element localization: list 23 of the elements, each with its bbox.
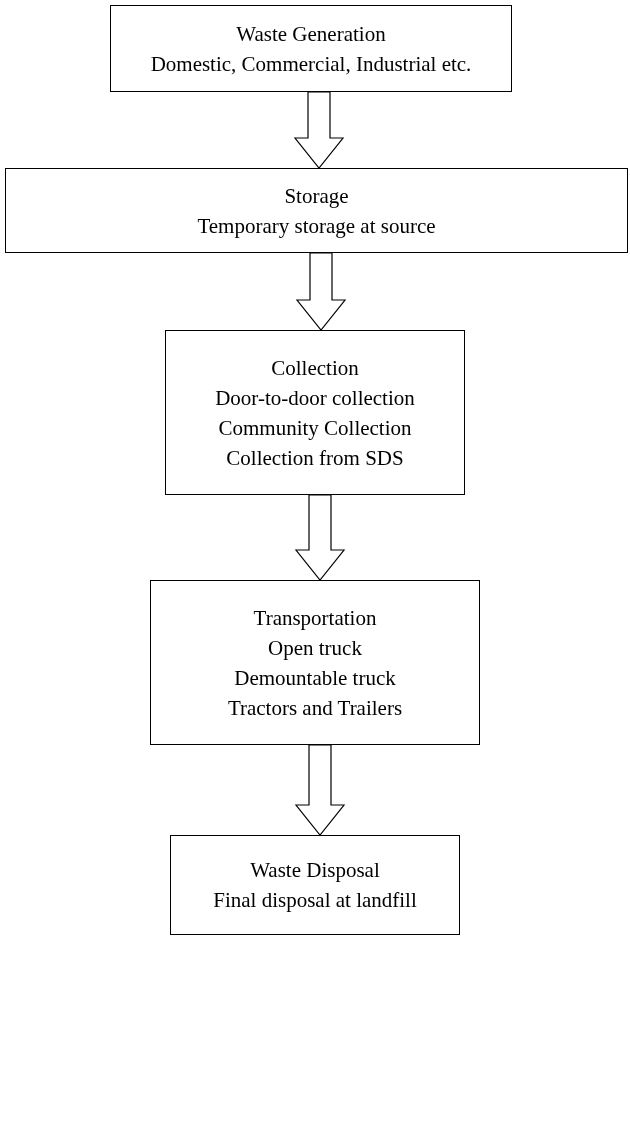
process-box — [110, 5, 512, 92]
step-detail: Domestic, Commercial, Industrial etc. — [150, 50, 472, 78]
step-title: Waste Disposal — [250, 857, 380, 884]
block-arrow — [294, 494, 346, 581]
step-detail: Final disposal at landfill — [213, 887, 417, 914]
step-detail: Tractors and Trailers — [227, 694, 403, 722]
block-arrow — [294, 744, 346, 836]
step-title: Transportation — [253, 604, 377, 632]
process-box — [5, 168, 628, 253]
block-arrow — [295, 252, 347, 331]
process-box — [165, 330, 465, 495]
step-title: Storage — [284, 182, 349, 210]
step-detail: Open truck — [268, 634, 362, 662]
step-detail: Door-to-door collection — [215, 384, 415, 412]
step-detail: Community Collection — [218, 414, 412, 442]
process-box — [170, 835, 460, 935]
process-box — [150, 580, 480, 745]
step-detail: Collection from SDS — [226, 444, 404, 472]
step-detail: Demountable truck — [234, 664, 396, 692]
block-arrow — [293, 91, 345, 169]
step-title: Waste Generation — [236, 20, 386, 48]
step-detail: Temporary storage at source — [197, 212, 436, 240]
step-title: Collection — [271, 354, 359, 382]
